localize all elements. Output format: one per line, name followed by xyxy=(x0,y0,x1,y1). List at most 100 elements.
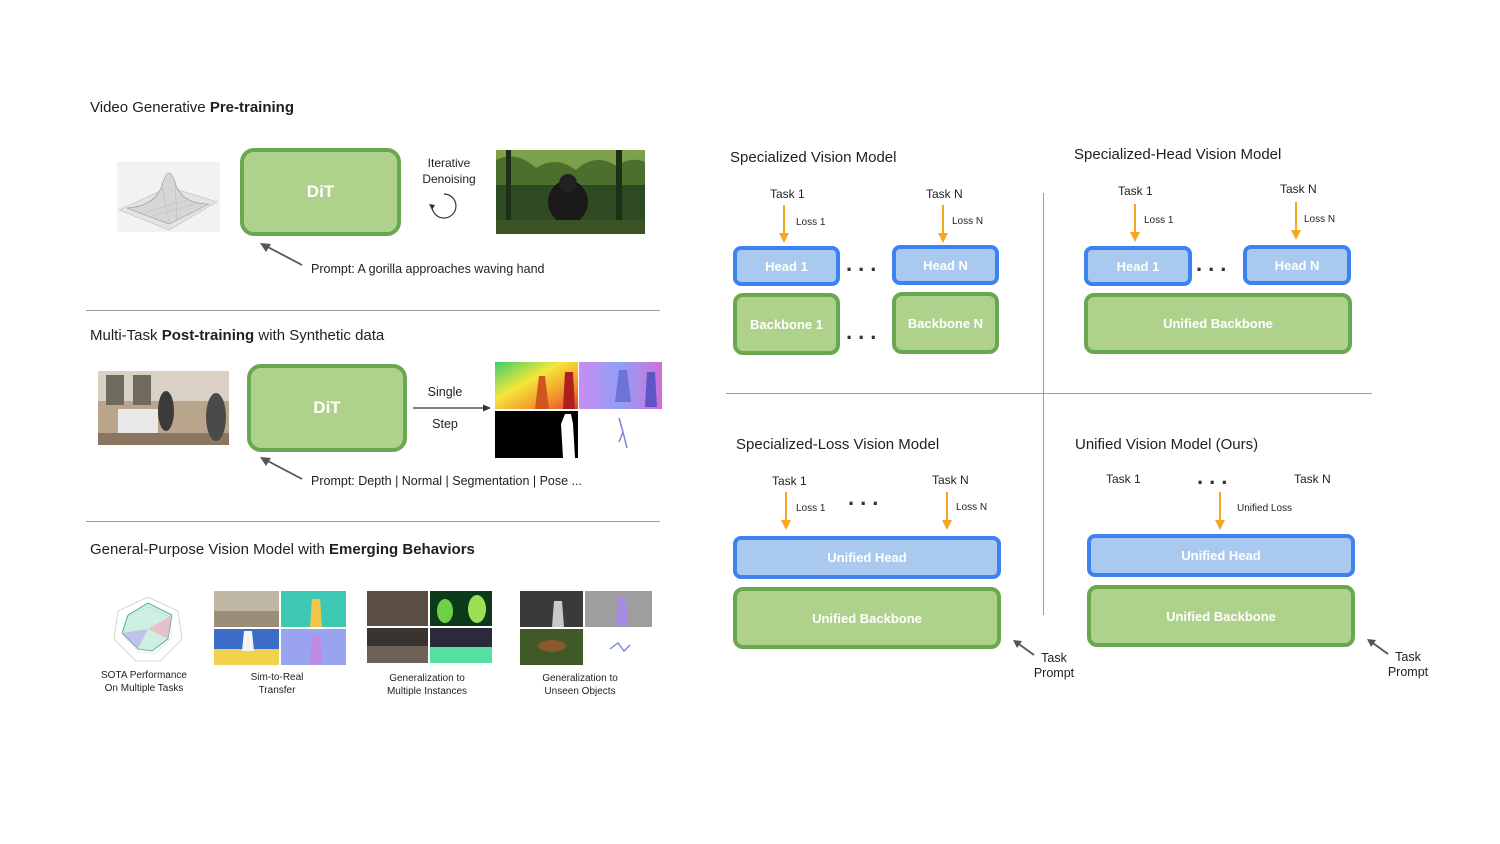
quadrant-divider-vertical xyxy=(1043,193,1044,615)
unified-backbone-box: Unified Backbone xyxy=(733,587,1001,649)
ellipsis-dots: ... xyxy=(848,485,885,510)
caption-sim-to-real: Sim-to-Real Transfer xyxy=(216,671,338,697)
head-1-box: Head 1 xyxy=(733,246,840,286)
task-n-label: Task N xyxy=(932,473,969,487)
loss-n-label: Loss N xyxy=(956,502,988,513)
ellipsis-dots: ... xyxy=(1197,464,1234,489)
unseen-objects-image xyxy=(520,591,652,665)
title-bold-text: Pre-training xyxy=(209,99,294,116)
backbone-1-box: Backbone 1 xyxy=(733,293,840,355)
prompt-text-posttraining: Prompt: Depth | Normal | Segmentation | … xyxy=(311,474,582,488)
loss-arrow-icon xyxy=(1215,492,1225,530)
task-prompt-arrow-icon xyxy=(1013,640,1035,656)
loss-1-label: Loss 1 xyxy=(796,503,826,514)
head-1-text: Head 1 xyxy=(1116,258,1160,274)
loss-1-label: Loss 1 xyxy=(796,217,826,228)
backbone-1-text: Backbone 1 xyxy=(750,316,823,332)
radar-chart-image xyxy=(113,596,183,662)
dit-label: DiT xyxy=(306,182,335,201)
task-1-label: Task 1 xyxy=(772,474,807,488)
step-label-top: Single xyxy=(427,385,463,399)
unified-head-text: Unified Head xyxy=(1181,548,1261,563)
head-1-box: Head 1 xyxy=(1084,246,1192,286)
iterative-denoising-label: Iterative Denoising xyxy=(422,156,476,186)
task-n-label: Task N xyxy=(1280,182,1317,196)
quad-title-specialized-head: Specialized-Head Vision Model xyxy=(1074,146,1282,163)
dit-label: DiT xyxy=(313,398,341,417)
prompt-arrow-icon xyxy=(260,243,303,266)
unified-backbone-text: Unified Backbone xyxy=(812,610,922,626)
ellipsis-dots: ... xyxy=(1196,251,1233,276)
loss-n-label: Loss N xyxy=(952,216,984,227)
task-1-label: Task 1 xyxy=(1118,184,1153,198)
caption-unseen-objects: Generalization to Unseen Objects xyxy=(524,672,636,698)
unified-head-box: Unified Head xyxy=(733,536,1001,579)
section-title-pretraining: Video Generative Pre-training xyxy=(90,99,294,116)
task-n-label: Task N xyxy=(1294,472,1331,486)
backbone-n-box: Backbone N xyxy=(892,292,999,354)
loss-arrow-icon xyxy=(1130,204,1140,242)
caption-sim-to-real-text: Sim-to-Real Transfer xyxy=(250,672,304,696)
prompt-text-pretraining: Prompt: A gorilla approaches waving hand xyxy=(311,262,545,276)
quad-title-specialized-loss: Specialized-Loss Vision Model xyxy=(736,436,940,453)
single-step-arrow-icon xyxy=(413,404,491,412)
head-n-box: Head N xyxy=(892,245,999,285)
quadrant-divider-horizontal xyxy=(726,393,1372,394)
quad-title-specialized: Specialized Vision Model xyxy=(730,149,897,166)
head-1-text: Head 1 xyxy=(765,258,808,274)
unified-backbone-box: Unified Backbone xyxy=(1084,293,1352,354)
head-n-box: Head N xyxy=(1243,245,1351,285)
task-1-label: Task 1 xyxy=(770,187,805,201)
room-photo-image xyxy=(98,371,229,445)
quad-title-unified: Unified Vision Model (Ours) xyxy=(1075,436,1259,453)
unified-head-box: Unified Head xyxy=(1087,534,1355,577)
caption-multiple-instances: Generalization to Multiple Instances xyxy=(371,672,483,698)
loss-arrow-icon xyxy=(781,492,791,530)
unified-backbone-box: Unified Backbone xyxy=(1087,585,1355,647)
unified-loss-label: Unified Loss xyxy=(1237,503,1293,514)
gorilla-jungle-image xyxy=(496,150,645,234)
head-n-text: Head N xyxy=(1274,257,1320,273)
multiple-instances-image xyxy=(367,591,492,663)
section-title-posttraining: Multi-Task Post-training with Synthetic … xyxy=(90,327,384,344)
dit-model-box-posttraining: DiT xyxy=(247,364,407,452)
ellipsis-dots: ... xyxy=(846,251,883,276)
sim-to-real-image xyxy=(214,591,346,665)
task-prompt-label: Task Prompt xyxy=(1033,651,1075,680)
step-label-bottom: Step xyxy=(432,417,458,431)
section-divider xyxy=(86,521,660,522)
title-suffix-text: with Synthetic data xyxy=(254,327,385,344)
loss-arrow-icon xyxy=(938,205,948,243)
task-1-label: Task 1 xyxy=(1106,472,1141,486)
caption-multiple-instances-text: Generalization to Multiple Instances xyxy=(386,673,468,697)
ellipsis-dots: ... xyxy=(846,319,883,344)
section-title-emerging: General-Purpose Vision Model with Emergi… xyxy=(90,541,475,558)
gaussian-surface-image xyxy=(117,162,220,232)
caption-unseen-objects-text: Generalization to Unseen Objects xyxy=(542,673,618,697)
unified-backbone-text: Unified Backbone xyxy=(1166,608,1276,624)
task-prompt-arrow-icon xyxy=(1367,639,1389,655)
task-prompt-label: Task Prompt xyxy=(1387,650,1429,679)
title-text: Video Generative xyxy=(90,99,210,116)
loss-arrow-icon xyxy=(942,492,952,530)
title-text: Multi-Task xyxy=(90,327,162,344)
prompt-arrow-icon xyxy=(260,457,303,480)
title-bold-text: Post-training xyxy=(161,327,255,344)
multitask-output-grid-image xyxy=(495,362,662,458)
loss-n-label: Loss N xyxy=(1304,214,1336,225)
unified-backbone-text: Unified Backbone xyxy=(1163,316,1273,331)
unified-head-text: Unified Head xyxy=(827,550,907,565)
dit-model-box-pretraining: DiT xyxy=(240,148,401,236)
caption-sota: SOTA Performance On Multiple Tasks xyxy=(89,669,199,695)
head-n-text: Head N xyxy=(923,257,968,273)
loss-arrow-icon xyxy=(779,205,789,243)
loss-1-label: Loss 1 xyxy=(1144,215,1174,226)
title-bold-text: Emerging Behaviors xyxy=(329,541,475,558)
loss-arrow-icon xyxy=(1291,202,1301,240)
section-divider xyxy=(86,310,660,311)
title-text: General-Purpose Vision Model with xyxy=(90,541,330,558)
circular-arrow-icon xyxy=(429,193,457,219)
caption-sota-text: SOTA Performance On Multiple Tasks xyxy=(101,670,187,694)
task-n-label: Task N xyxy=(926,187,963,201)
backbone-n-text: Backbone N xyxy=(907,315,984,331)
